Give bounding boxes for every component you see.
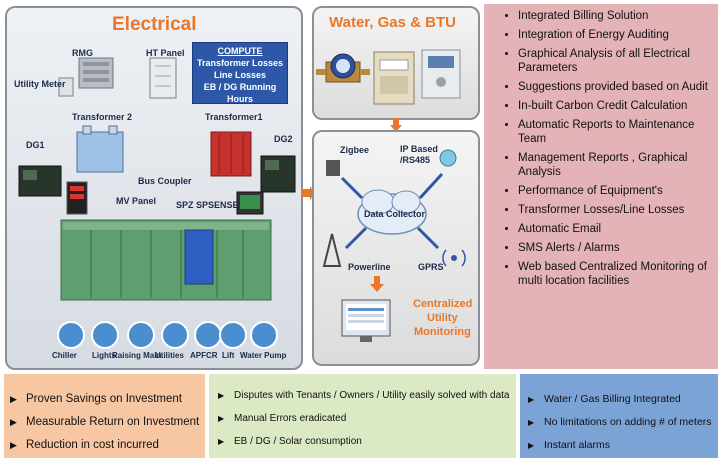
feature-item: Suggestions provided based on Audit (518, 80, 712, 94)
rmg-label: RMG (72, 48, 93, 58)
benefit-item: EB / DG / Solar consumption (218, 430, 510, 453)
data-collector-diagram (322, 149, 466, 342)
feature-item: Integration of Energy Auditing (518, 28, 712, 42)
ht-panel-icon (149, 57, 177, 99)
gprs-link (416, 226, 440, 250)
water-billing-list: Water / Gas Billing Integrated No limita… (528, 388, 712, 457)
feature-item: Automatic Reports to Maintenance Team (518, 118, 712, 146)
spz-label: SPZ SPSENSE (176, 200, 239, 210)
benefit-item: Instant alarms (528, 434, 712, 457)
lift-icon (219, 321, 247, 349)
btu-meter-icon (421, 49, 461, 99)
ip-based-label: IP Based /RS485 (400, 144, 438, 165)
apfcr-icon (194, 321, 222, 349)
transformer-2-icon (76, 125, 124, 173)
benefit-item: Proven Savings on Investment (10, 388, 199, 411)
dg1-generator-icon (18, 165, 62, 197)
disputes-list: Disputes with Tenants / Owners / Utility… (218, 384, 510, 453)
compute-line-running-hours: EB / DG Running Hours (203, 82, 277, 104)
centralized-label-3: Monitoring (414, 326, 471, 338)
utility-meter-label: Utility Meter (14, 79, 66, 89)
powerline-label: Powerline (348, 262, 391, 272)
load-label-lights: Lights (92, 351, 116, 360)
rmg-icon (78, 57, 114, 89)
gprs-label: GPRS (418, 262, 444, 272)
compute-line-line-losses: Line Losses (213, 70, 267, 80)
electrical-diagram (18, 57, 296, 349)
zigbee-label: Zigbee (340, 145, 370, 155)
bus-coupler-label: Bus Coupler (138, 176, 192, 186)
ip-device-icon (439, 149, 457, 167)
electrical-title: Electrical (112, 14, 197, 35)
powerline-link (344, 226, 368, 250)
zigbee-device-icon (326, 160, 340, 176)
switchgear-panel-icon (60, 219, 272, 301)
water-meter-icon (316, 53, 370, 83)
feature-item: Graphical Analysis of all Electrical Par… (518, 47, 712, 75)
benefit-item: Manual Errors eradicated (218, 407, 510, 430)
feature-item: Web based Centralized Monitoring of mult… (518, 260, 712, 288)
features-panel (484, 4, 718, 369)
transformer-1-label: Transformer1 (205, 112, 263, 122)
lights-icon (91, 321, 119, 349)
gas-meter-icon (373, 51, 415, 105)
raising-main-icon (127, 321, 155, 349)
transformer-1-icon (210, 131, 252, 177)
load-label-water-pump: Water Pump (240, 351, 287, 360)
feature-item: Performance of Equipment's (518, 184, 712, 198)
benefit-item: Reduction in cost incurred (10, 434, 199, 457)
ht-panel-label: HT Panel (146, 48, 185, 58)
feature-item: Transformer Losses/Line Losses (518, 203, 712, 217)
centralized-label-2: Utility (427, 312, 458, 324)
mv-meter-icon (66, 181, 88, 215)
data-collector-label: Data Collector (364, 209, 426, 219)
arrow-collector-to-monitoring (370, 276, 384, 292)
load-label-lift: Lift (222, 351, 235, 360)
compute-box: COMPUTE Transformer Losses Line Losses E… (192, 42, 288, 104)
compute-line-transformer-losses: Transformer Losses (196, 58, 284, 68)
feature-item: SMS Alerts / Alarms (518, 241, 712, 255)
gprs-signal-icon (442, 249, 466, 267)
feature-item: In-built Carbon Credit Calculation (518, 99, 712, 113)
load-label-chiller: Chiller (52, 351, 77, 360)
water-pump-icon (250, 321, 278, 349)
chiller-icon (57, 321, 85, 349)
savings-list: Proven Savings on Investment Measurable … (10, 388, 199, 457)
centralized-label-1: Centralized (413, 298, 473, 310)
feature-item: Automatic Email (518, 222, 712, 236)
water-gas-btu-title: Water, Gas & BTU (329, 14, 456, 31)
benefit-item: No limitations on adding # of meters (528, 411, 712, 434)
features-list: Integrated Billing Solution Integration … (484, 4, 718, 293)
meters-illustration (316, 49, 461, 105)
dg1-label: DG1 (26, 140, 45, 150)
utility-meter-icon (58, 77, 74, 97)
dg2-label: DG2 (274, 134, 293, 144)
ip-link (418, 172, 444, 200)
feature-item: Management Reports , Graphical Analysis (518, 151, 712, 179)
compute-heading: COMPUTE (217, 46, 263, 56)
arrow-electrical-to-collector (302, 186, 315, 200)
powerline-tower-icon (322, 233, 342, 267)
load-icons (57, 321, 278, 349)
benefit-item: Water / Gas Billing Integrated (528, 388, 712, 411)
zigbee-link (340, 176, 364, 200)
utilities-icon (161, 321, 189, 349)
benefit-item: Measurable Return on Investment (10, 411, 199, 434)
load-label-raising-main: Raising Main (112, 351, 162, 360)
mv-panel-label: MV Panel (116, 196, 157, 206)
spz-screen-icon (236, 191, 264, 215)
benefit-item: Disputes with Tenants / Owners / Utility… (218, 384, 510, 407)
feature-item: Integrated Billing Solution (518, 9, 712, 23)
monitor-icon (341, 299, 391, 342)
load-label-utilities: Utilities (155, 351, 184, 360)
arrow-meters-to-collector (390, 118, 402, 132)
load-label-apfcr: APFCR (190, 351, 218, 360)
transformer-2-label: Transformer 2 (72, 112, 133, 122)
dg2-generator-icon (260, 155, 296, 193)
